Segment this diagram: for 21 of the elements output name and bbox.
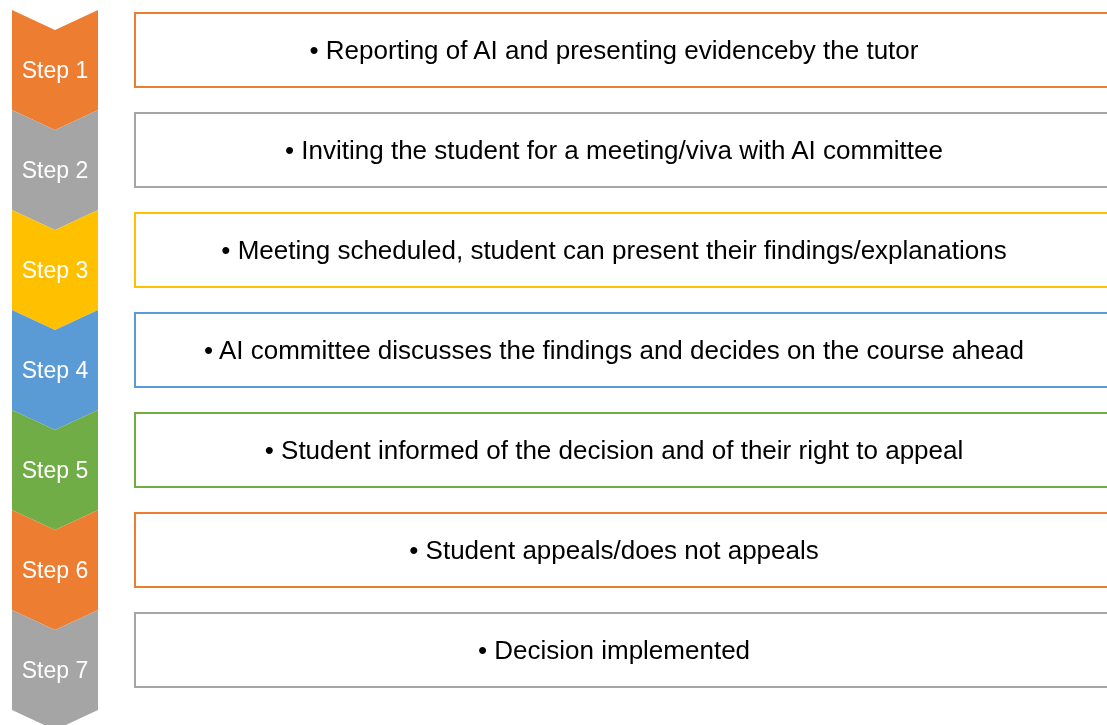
step-description: • Student informed of the decision and of their right to appeal bbox=[264, 434, 965, 466]
step-box bbox=[134, 412, 1107, 488]
step-label: Step 1 bbox=[20, 57, 90, 84]
step-box bbox=[134, 112, 1107, 188]
step-box bbox=[134, 212, 1107, 288]
step-description: • Student appeals/does not appeals bbox=[409, 534, 820, 566]
step-box bbox=[134, 12, 1107, 88]
step-box bbox=[134, 512, 1107, 588]
step-label: Step 6 bbox=[20, 557, 90, 584]
step-description: • Inviting the student for a meeting/viva with AI committee bbox=[285, 134, 944, 166]
step-label: Step 4 bbox=[20, 357, 90, 384]
step-box bbox=[134, 312, 1107, 388]
step-description: • Decision implemented bbox=[477, 634, 752, 666]
step-label: Step 7 bbox=[20, 657, 90, 684]
step-label: Step 2 bbox=[20, 157, 90, 184]
step-box bbox=[134, 612, 1107, 688]
step-label: Step 5 bbox=[20, 457, 90, 484]
step-description: • AI committee discusses the findings and decides on the course ahead bbox=[204, 334, 1025, 366]
step-description: • Meeting scheduled, student can present their findings/explanations bbox=[221, 234, 1008, 266]
step-label: Step 3 bbox=[20, 257, 90, 284]
step-description: • Reporting of AI and presenting evidenceby the tutor bbox=[309, 34, 920, 66]
